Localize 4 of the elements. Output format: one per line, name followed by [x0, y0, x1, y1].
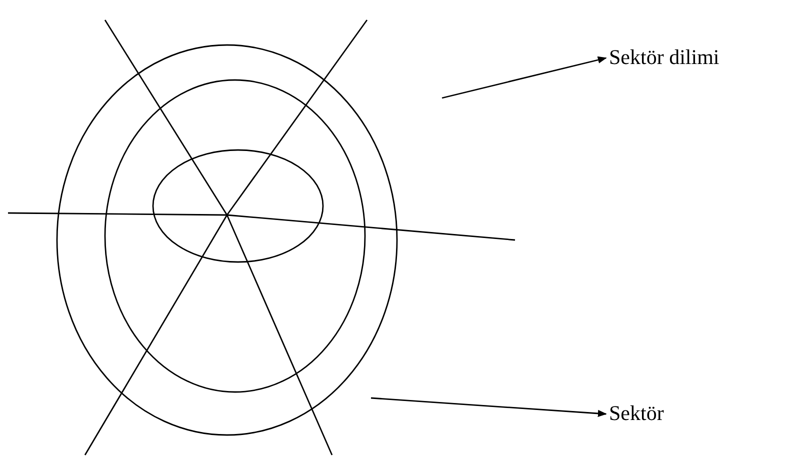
arrow [370, 397, 607, 418]
arrow [442, 56, 607, 99]
label-text: Sektör dilimi [609, 47, 720, 68]
label-text: Sektör [609, 403, 664, 424]
